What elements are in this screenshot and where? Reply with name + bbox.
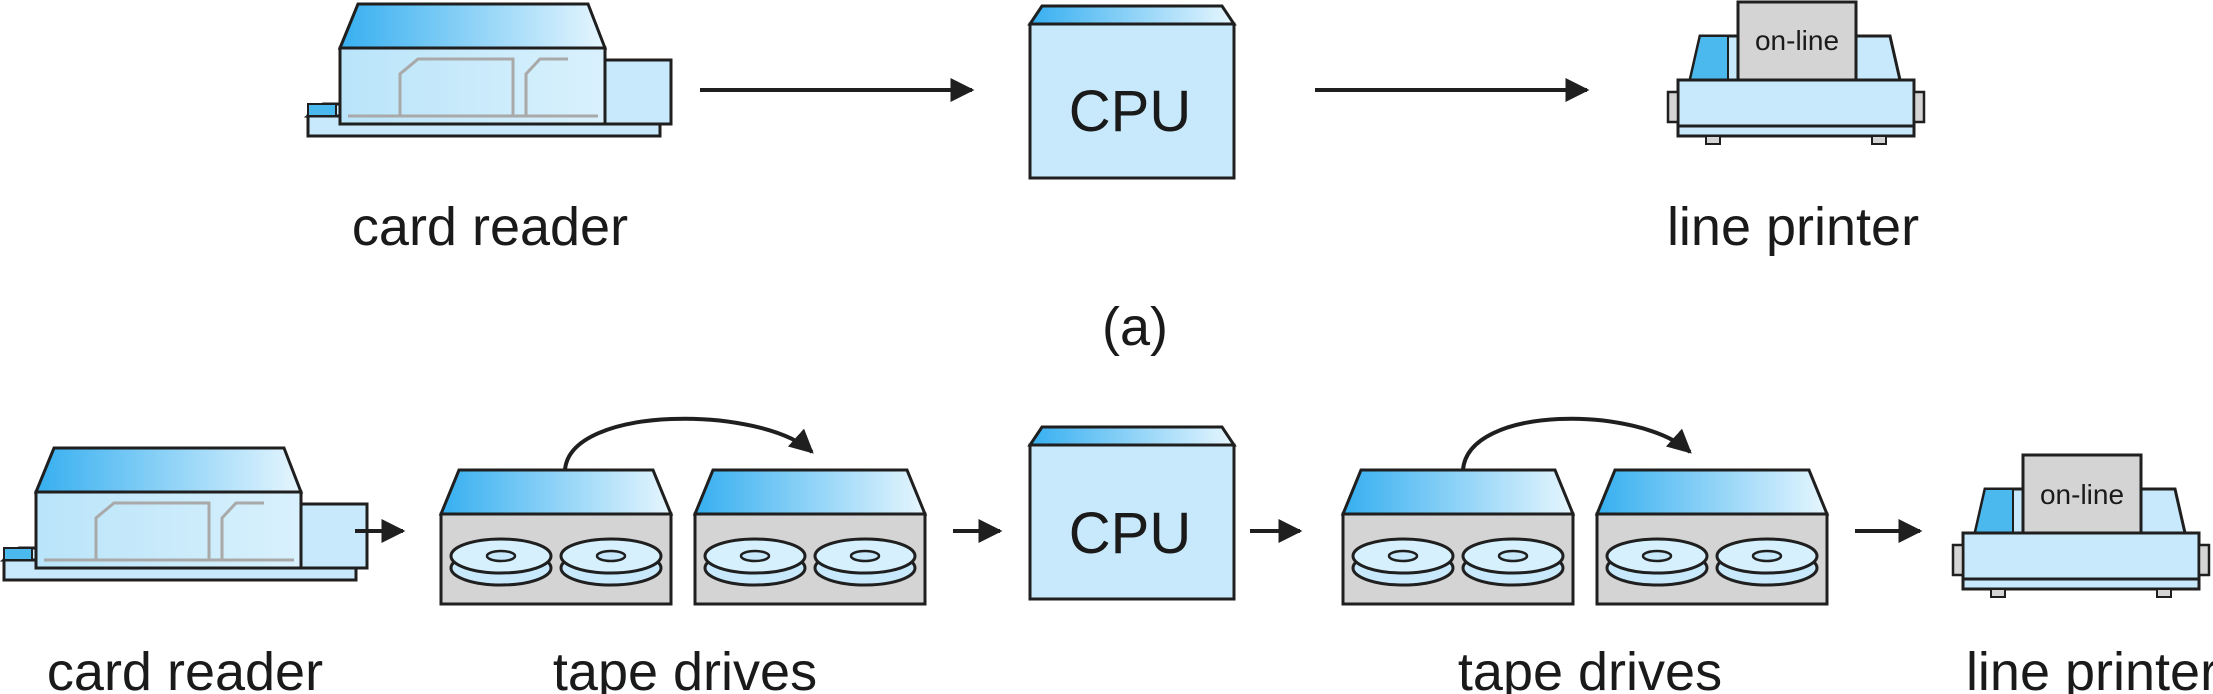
cpu-a-label: CPU (1069, 79, 1191, 144)
card-reader-b (2, 446, 369, 582)
card-reader-a (306, 2, 673, 138)
card-reader-b-label: card reader (47, 642, 323, 694)
tape-drives-2-label: tape drives (1458, 642, 1722, 694)
online-b-label: on-line (2040, 479, 2124, 510)
tape-drive-2a (1341, 468, 1575, 606)
tape-drive-1a (439, 468, 673, 606)
tape-drives-1-label: tape drives (553, 642, 817, 694)
line-printer-b-label: line printer (1966, 642, 2213, 694)
line-printer-a (1666, 0, 1926, 146)
line-printer-b (1951, 453, 2211, 599)
arrow-tape-2-transfer (1461, 416, 1692, 471)
arrow-tape-1-transfer (563, 416, 814, 471)
cpu-b-label: CPU (1069, 501, 1191, 566)
line-printer-a-label: line printer (1667, 197, 1919, 257)
caption-a: (a) (1102, 297, 1168, 357)
tape-drive-2b (1595, 468, 1829, 606)
tape-drive-1b (693, 468, 927, 606)
online-a-label: on-line (1755, 25, 1839, 56)
card-reader-a-label: card reader (352, 197, 628, 257)
